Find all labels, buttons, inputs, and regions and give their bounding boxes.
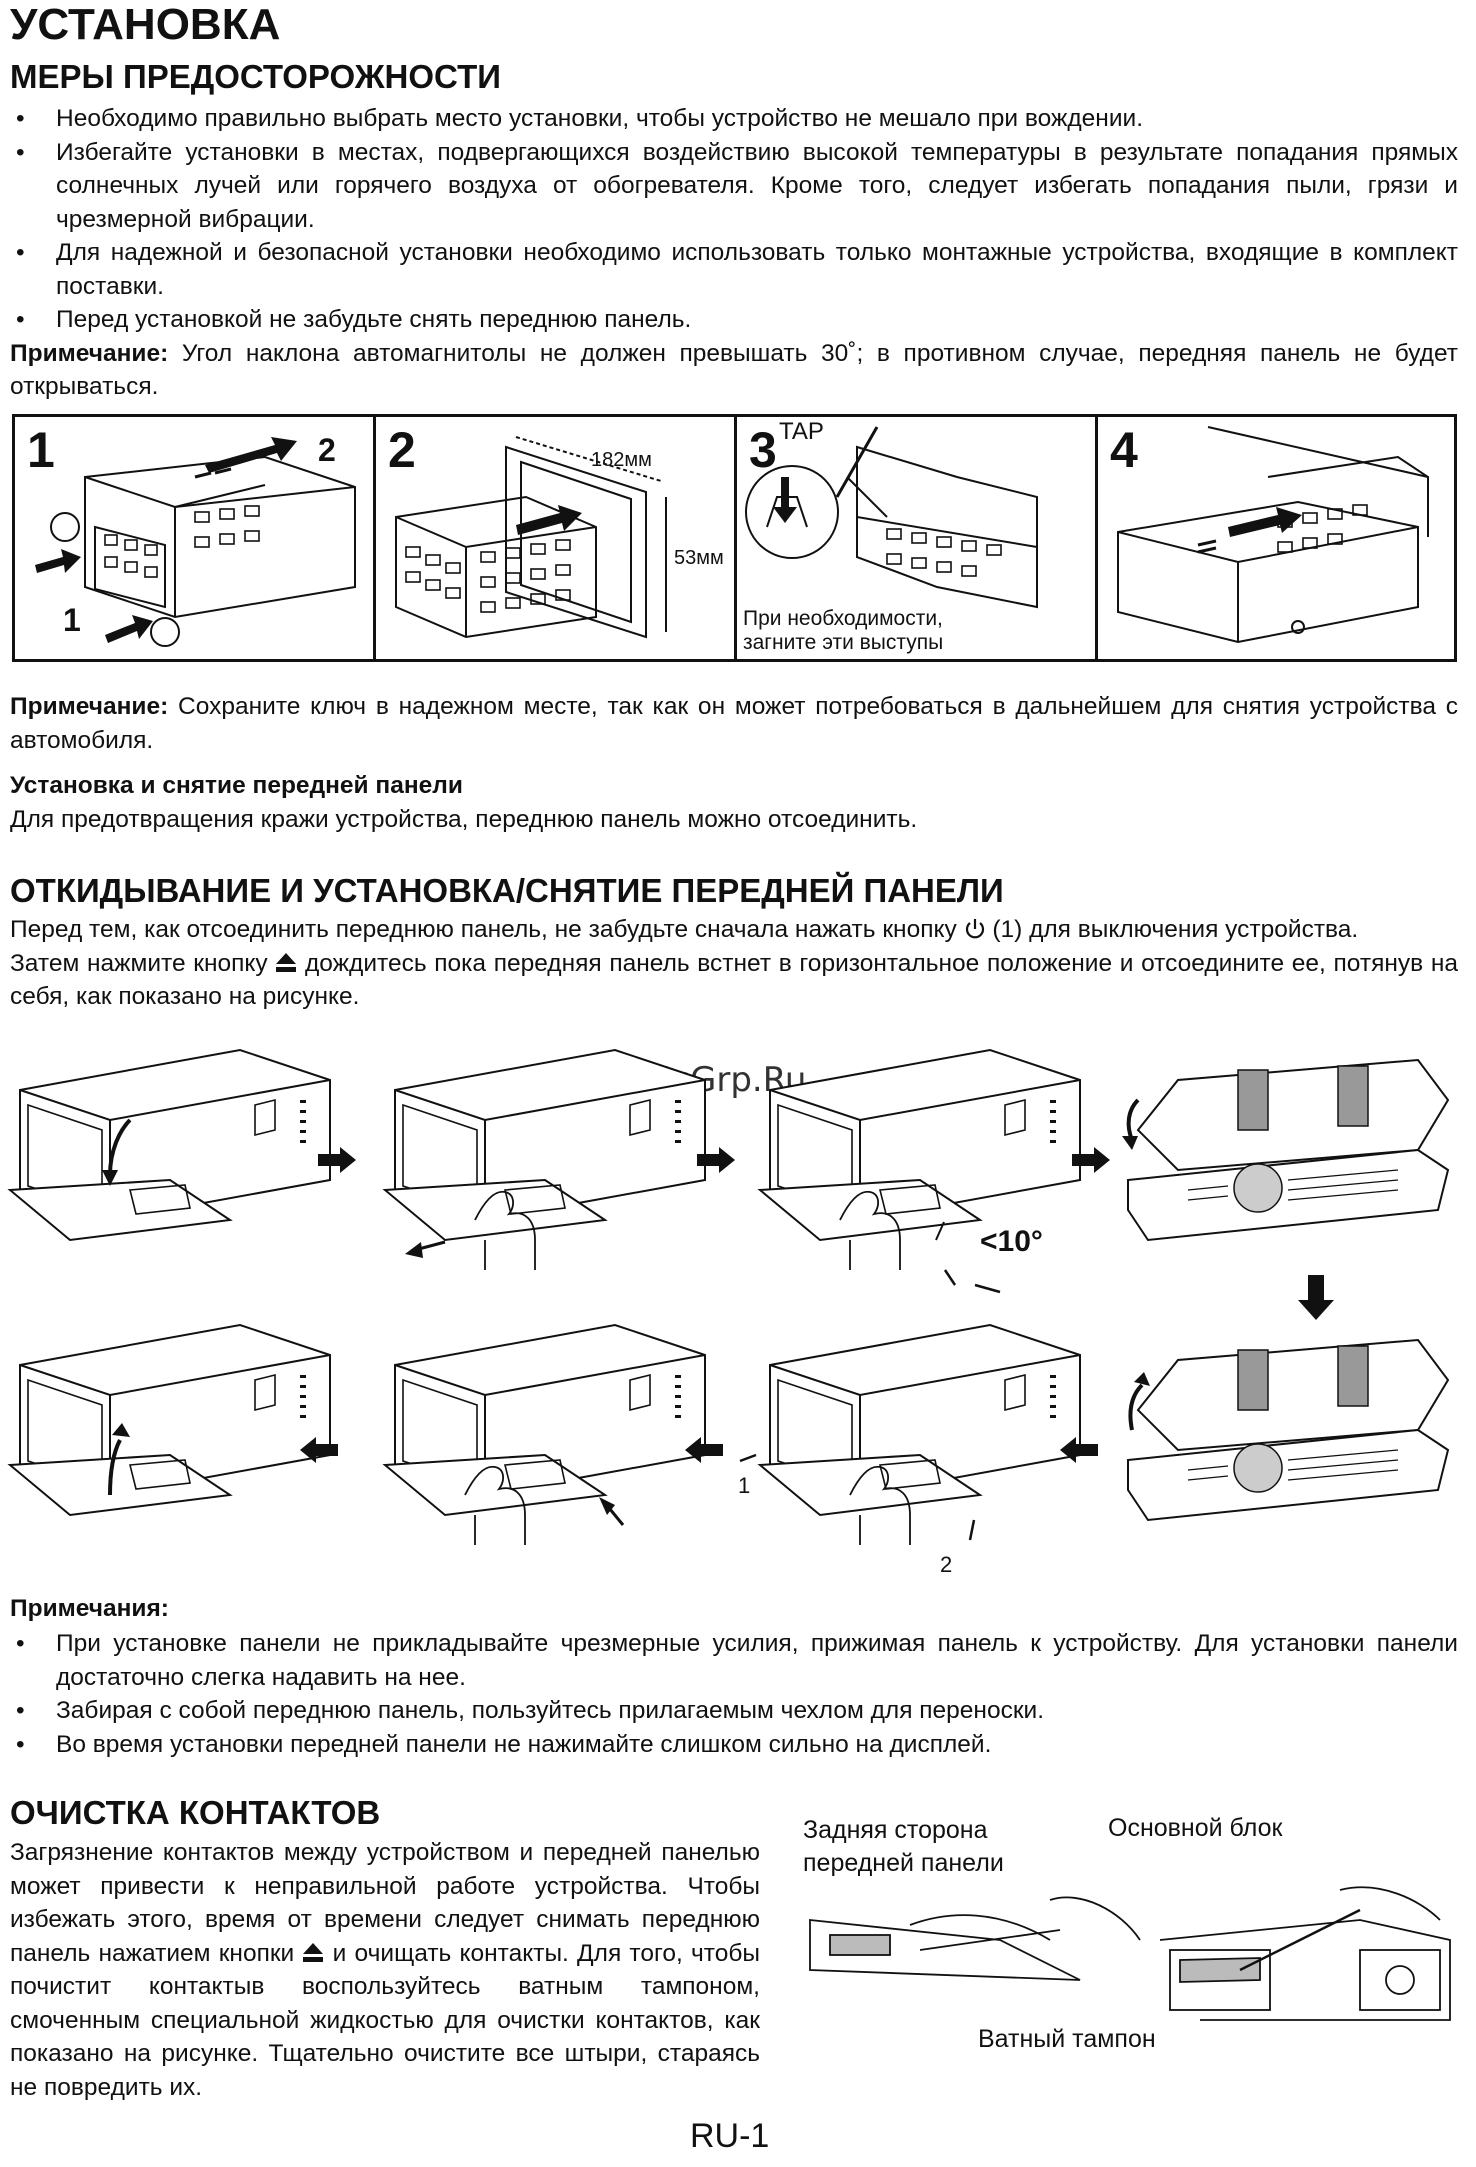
note-item: Во время установки передней панели не на… [10, 1728, 1458, 1762]
cleaning-text-b: и очищать контакты. Для того, чтобы почи… [10, 1939, 760, 2101]
notes-list: При установке панели не прикладывайте чр… [10, 1627, 1458, 1761]
tilt-note-label: Примечание: [10, 339, 169, 367]
seq-label-1: 1 [738, 1473, 751, 1498]
flip-step-3 [757, 1049, 1081, 1294]
flip-text-1a: Перед тем, как отсоединить переднюю пане… [10, 916, 964, 943]
power-icon [964, 916, 986, 939]
front-panel-text: Для предотвращения кражи устройства, пер… [10, 806, 918, 833]
tilt-note: Примечание: Угол наклона автомагнитолы н… [10, 337, 1458, 404]
step3-drawing [745, 426, 1038, 609]
step2-width-label: 182мм [591, 449, 652, 471]
cleaning-text-a: Загрязнение контактов между устройством … [10, 1839, 760, 1967]
key-note-text: Сохраните ключ в надежном месте, так как… [10, 693, 1458, 754]
note-item: При установке панели не прикладывайте чр… [10, 1627, 1458, 1694]
precaution-item: Перед установкой не забудьте снять перед… [10, 303, 1458, 337]
notes-list-wrap: При установке панели не прикладывайте чр… [10, 1627, 1458, 1761]
seq-label-2: 2 [940, 1552, 953, 1577]
step-number: 4 [1110, 422, 1138, 478]
eject-icon [275, 950, 297, 972]
flip-case-close [1127, 1339, 1449, 1521]
step2-drawing [395, 436, 667, 639]
flip-step-6 [7, 1324, 331, 1517]
cotton-swab-label: Ватный тампон [978, 2025, 1156, 2053]
note-item: Забирая с собой переднюю панель, пользуй… [10, 1694, 1458, 1728]
flip-instructions: Перед тем, как отсоединить переднюю пане… [10, 913, 1458, 1014]
back-side-label: Задняя сторона передней панели [803, 1816, 1004, 1877]
installation-steps: 1 2 1 [12, 414, 1457, 668]
step2-height-label: 53мм [674, 547, 724, 569]
eject-icon [302, 1940, 324, 1962]
step1-drawing [35, 437, 356, 647]
step4-drawing [1117, 426, 1429, 644]
precaution-item: Для надежной и безопасной установки необ… [10, 236, 1458, 303]
flip-step-5 [382, 1324, 706, 1546]
step1-label-1: 1 [63, 602, 81, 638]
main-unit-label: Основной блок [1108, 1814, 1283, 1842]
flip-text-1b: (1) для выключения устройства. [985, 916, 1359, 943]
flip-step-2 [382, 1049, 706, 1271]
flip-text-2a: Затем нажмите кнопку [10, 949, 276, 977]
step-number: 1 [27, 422, 55, 478]
page-title: УСТАНОВКА [10, 0, 281, 49]
flip-text-2b: дождитесь пока передняя панель встнет в … [10, 949, 1458, 1011]
precautions-list-wrap: Необходимо правильно выбрать место устан… [10, 102, 1458, 404]
precautions-heading: МЕРЫ ПРЕДОСТОРОЖНОСТИ [10, 58, 501, 95]
flip-case-open [1122, 1059, 1449, 1241]
key-note: Примечание: Сохраните ключ в надежном ме… [10, 690, 1458, 757]
step1-label-2: 2 [318, 432, 336, 468]
flip-heading: ОТКИДЫВАНИЕ И УСТАНОВКА/СНЯТИЕ ПЕРЕДНЕЙ … [10, 872, 1004, 909]
page-number: RU-1 [690, 2117, 770, 2155]
precaution-item: Избегайте установки в местах, подвергающ… [10, 136, 1458, 237]
step-panel-3: 3 TAP При необходимости, загните [737, 414, 1098, 662]
angle-label: <10° [980, 1225, 1043, 1258]
front-panel-subheading: Установка и снятие передней панели [10, 772, 463, 799]
flip-sequence-drawing [7, 1049, 1449, 1546]
step3-tap-label: TAP [779, 418, 824, 445]
precaution-item: Необходимо правильно выбрать место устан… [10, 102, 1458, 136]
step-panel-2: 2 182мм 53мм [376, 414, 737, 662]
step3-caption: При необходимости, загните эти выступы [743, 607, 944, 655]
step-panel-4: 4 [1098, 414, 1457, 662]
notes-heading: Примечания: [10, 1595, 169, 1622]
cleaning-heading: ОЧИСТКА КОНТАКТОВ [10, 1794, 381, 1831]
flip-step-1 [7, 1049, 331, 1242]
key-note-label: Примечание: [10, 693, 169, 720]
flip-step-4 [739, 1324, 1081, 1546]
cleaning-text: Загрязнение контактов между устройством … [10, 1836, 760, 2104]
precautions-list: Необходимо правильно выбрать место устан… [10, 102, 1458, 337]
step-panel-1: 1 2 1 [12, 414, 376, 662]
cleaning-drawing [809, 1886, 1451, 2021]
step-number: 2 [388, 422, 416, 478]
step-number: 3 [749, 422, 777, 478]
tilt-note-text: Угол наклона автомагнитолы не должен пре… [10, 339, 1458, 401]
